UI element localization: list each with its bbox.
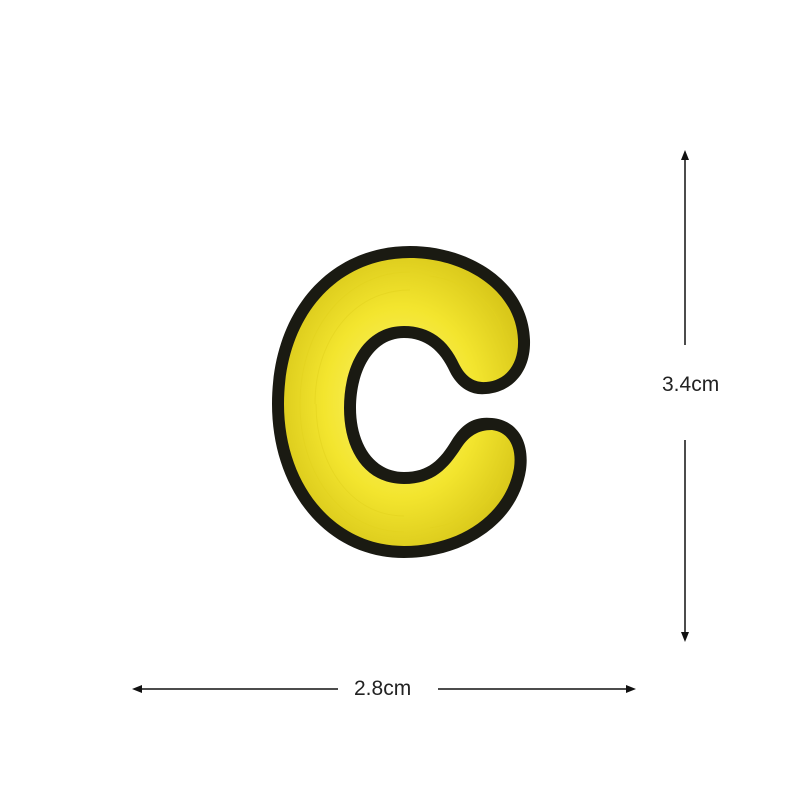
patch-fill [284, 258, 519, 546]
width-dimension-label: 2.8cm [354, 677, 412, 701]
height-dimension-label: 3.4cm [662, 373, 720, 397]
stitch-texture [299, 271, 505, 533]
